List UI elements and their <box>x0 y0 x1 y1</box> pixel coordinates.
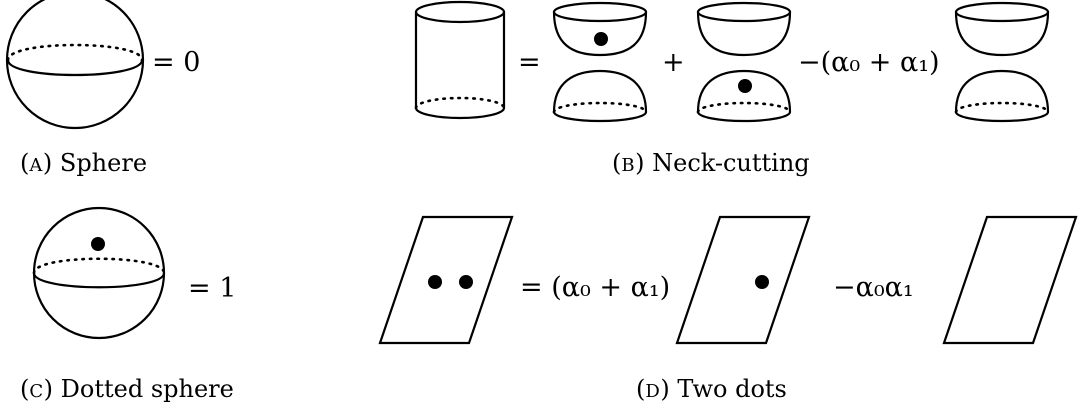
caption-label: B <box>621 155 635 176</box>
dot-marker <box>594 32 608 46</box>
parallelogram-two-dots-icon <box>378 215 514 345</box>
cup-cap-dotted-top-icon <box>552 1 648 123</box>
caption-text: Two dots <box>677 375 787 403</box>
caption-label: A <box>28 155 43 176</box>
equals-sign: = <box>518 47 541 78</box>
relation-text: = 1 <box>188 273 236 304</box>
caption-label: D <box>645 381 660 402</box>
caption: (A) Sphere <box>20 149 147 177</box>
cylinder-icon <box>414 0 506 120</box>
dot-marker <box>428 275 442 289</box>
parallelogram-icon <box>942 215 1078 345</box>
panel-a: = 0 (A) Sphere <box>5 0 200 177</box>
parallelogram-one-dot-icon <box>675 215 811 345</box>
dot-marker <box>755 275 769 289</box>
dot-marker <box>738 79 752 93</box>
caption-label: C <box>29 381 43 402</box>
dot-marker <box>459 275 473 289</box>
cup-cap-icon <box>954 1 1050 123</box>
panel-c: = 1 (C) Dotted sphere <box>20 206 236 403</box>
caption-text: Neck-cutting <box>652 149 810 177</box>
plus-sign: + <box>662 47 685 78</box>
caption: (D) Two dots <box>636 375 787 403</box>
caption: (B) Neck-cutting <box>612 149 810 177</box>
panel-d: = (α₀ + α₁) −α₀α₁ (D) Two dots <box>378 215 1078 403</box>
dot-marker <box>91 237 105 251</box>
cup-cap-dotted-bottom-icon <box>696 1 792 123</box>
coefficient-text: −(α₀ + α₁) <box>798 47 940 78</box>
coefficient-text: −α₀α₁ <box>833 272 914 303</box>
caption-text: Sphere <box>60 149 147 177</box>
caption: (C) Dotted sphere <box>20 375 234 403</box>
caption-text: Dotted sphere <box>61 375 234 403</box>
panel-b: = + −(α₀ + α₁) (B) N <box>414 0 1050 177</box>
sphere-icon <box>5 0 145 130</box>
coefficient-text: = (α₀ + α₁) <box>520 272 670 303</box>
dotted-sphere-icon <box>32 206 166 340</box>
relation-text: = 0 <box>152 47 200 78</box>
